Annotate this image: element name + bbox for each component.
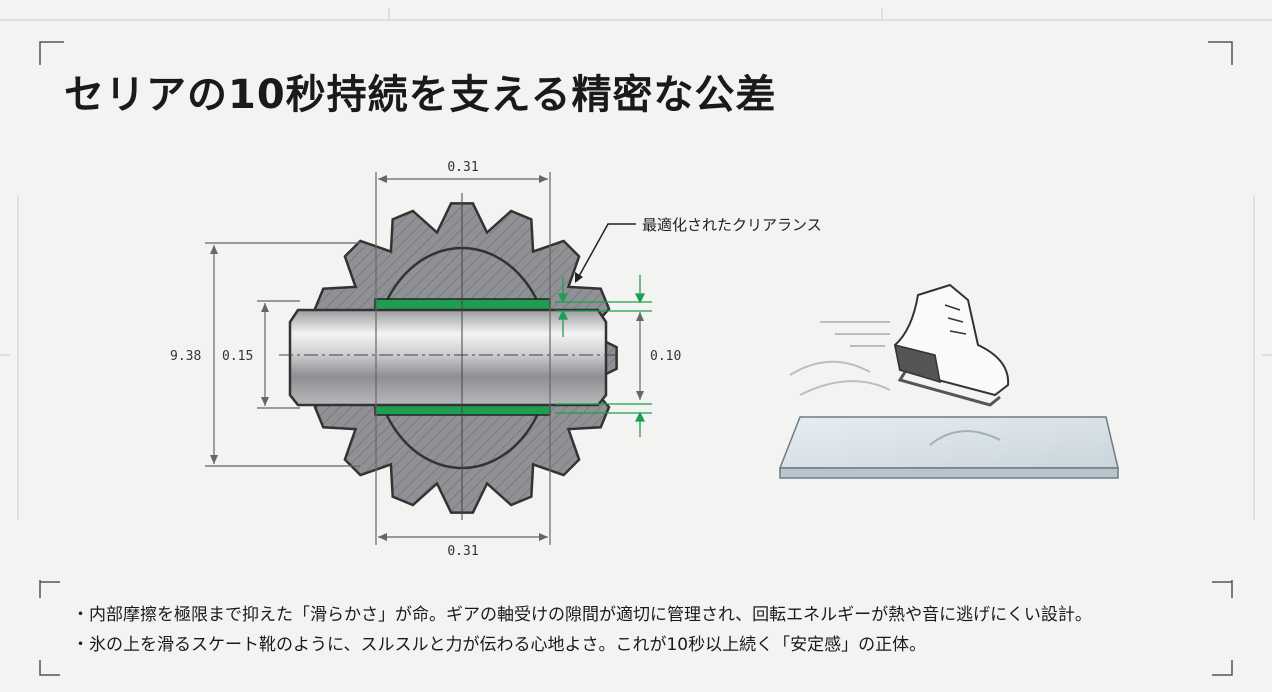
callout-arrow [577, 223, 636, 279]
skate-boot [893, 283, 1010, 397]
frame-marks [39, 41, 1233, 676]
skate-blade [897, 371, 1001, 407]
note-item: ・内部摩擦を極限まで抑えた「滑らかさ」が命。ギアの軸受けの隙間が適切に管理され、… [72, 605, 1092, 625]
callout-label: 最適化されたクリアランス [642, 216, 822, 234]
clearance-markers [555, 275, 652, 437]
ice-slab [778, 416, 1119, 469]
shaft [288, 308, 608, 407]
notes-list: ・内部摩擦を極限まで抑えた「滑らかさ」が命。ギアの軸受けの隙間が適切に管理され、… [72, 600, 1092, 660]
skate-illustration [778, 283, 1119, 479]
dimension-lines [205, 172, 641, 545]
dim-top-label: 0.31 [447, 160, 478, 175]
dim-clearance-label: 0.10 [650, 349, 681, 364]
dim-bottom-label: 0.31 [447, 544, 478, 559]
dim-outer-label: 9.38 [170, 349, 201, 364]
note-item: ・氷の上を滑るスケート靴のように、スルスルと力が伝わる心地よさ。これが10秒以上… [72, 635, 927, 655]
dim-shaft-label: 0.15 [222, 349, 253, 364]
page-title: セリアの10秒持続を支える精密な公差 [64, 72, 777, 118]
